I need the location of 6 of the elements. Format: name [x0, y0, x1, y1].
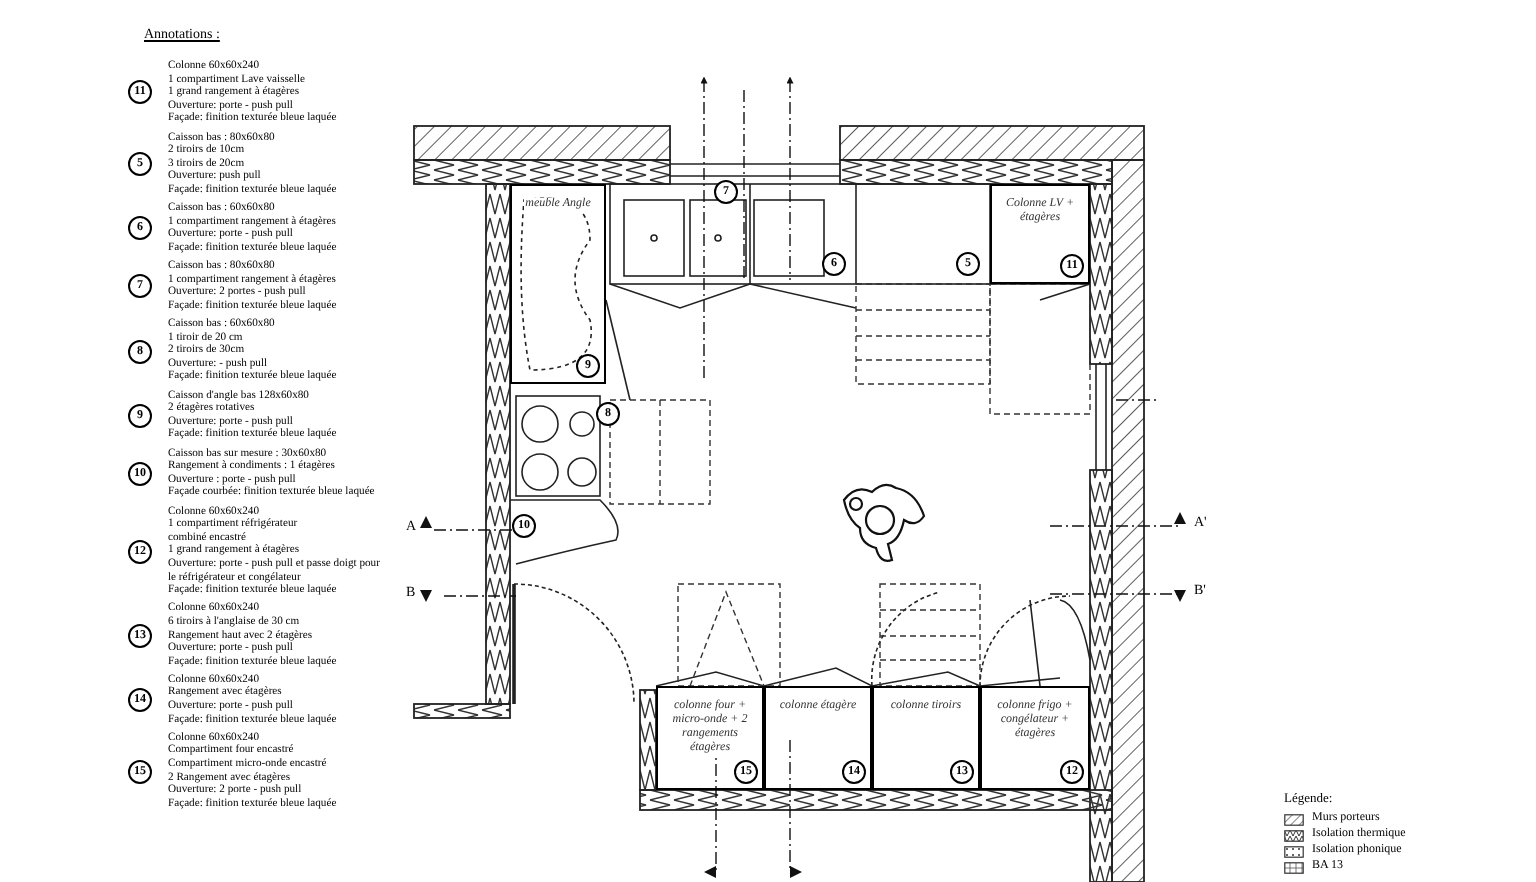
cabinet-box — [510, 184, 606, 384]
cabinet-box — [980, 686, 1090, 790]
cabinet-box — [872, 686, 980, 790]
cabinet-box — [990, 184, 1090, 284]
cabinet-box — [656, 686, 764, 790]
cabinet-box — [764, 686, 872, 790]
